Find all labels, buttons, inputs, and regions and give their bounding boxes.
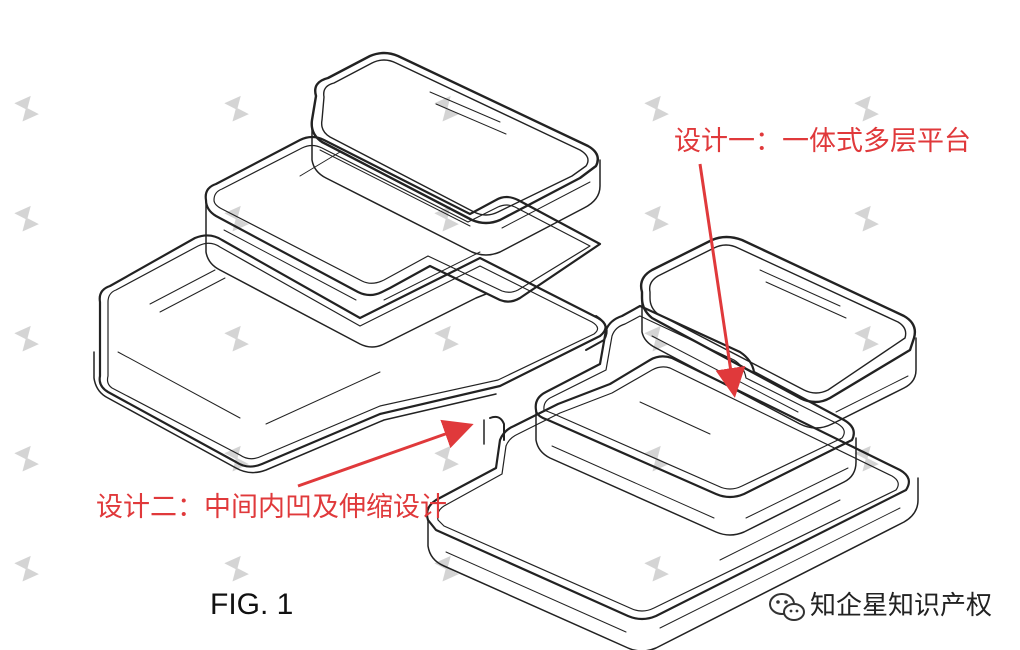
watermark-logo-icon [14,325,39,352]
watermark-logo-icon [224,555,249,582]
middle-platform [204,135,602,348]
watermark-logo-icon [434,205,459,232]
design-two-arrow [297,419,474,488]
watermark-tile [854,325,879,352]
left-base-tray [93,234,607,474]
watermark-tile [434,445,459,472]
watermark-tile [854,445,879,472]
watermark-logo-icon [434,445,459,472]
watermark-logo-icon [854,205,879,232]
brand-footer: 知企星知识产权 [769,591,992,621]
watermark-logo-icon [14,205,39,232]
brand-name: 知企星知识产权 [810,591,992,621]
watermark-tile [644,555,669,582]
watermark-tile [224,95,249,122]
watermark-logo-icon [14,445,39,472]
watermark-logo-icon [854,95,879,122]
watermark-logo-icon [434,325,459,352]
watermark-tile [14,95,39,122]
watermark-tile [14,325,39,352]
design-one-label: 设计一：一体式多层平台 [674,126,971,157]
watermark-tile [434,205,459,232]
watermark-logo-icon [644,205,669,232]
watermark-logo-icon [644,555,669,582]
watermark-logo-icon [434,555,459,582]
watermark-logo-icon [224,325,249,352]
callout-arrows [297,163,746,488]
right-base-tray [425,355,919,650]
design-two-label: 设计二：中间内凹及伸缩设计 [96,492,447,523]
watermark-tile [644,205,669,232]
watermark-logo-icon [224,95,249,122]
watermark-logo-icon [14,555,39,582]
watermark-logo-icon [854,325,879,352]
design-one-arrow [698,163,746,398]
watermark-logo-icon [644,95,669,122]
watermark-tile [434,555,459,582]
watermark-layer [14,95,879,582]
watermark-tile [854,205,879,232]
watermark-tile [224,325,249,352]
watermark-tile [224,205,249,232]
watermark-logo-icon [14,95,39,122]
watermark-logo-icon [224,205,249,232]
watermark-logo-icon [854,445,879,472]
watermark-tile [854,95,879,122]
wechat-icon [769,593,805,621]
watermark-tile [14,445,39,472]
watermark-tile [644,95,669,122]
watermark-tile [14,555,39,582]
watermark-tile [224,555,249,582]
figure-label: FIG. 1 [210,588,293,621]
watermark-tile [14,205,39,232]
tray-connector [483,315,608,445]
watermark-tile [434,325,459,352]
top-small-tray [310,51,601,256]
right-top-tray [639,235,917,429]
